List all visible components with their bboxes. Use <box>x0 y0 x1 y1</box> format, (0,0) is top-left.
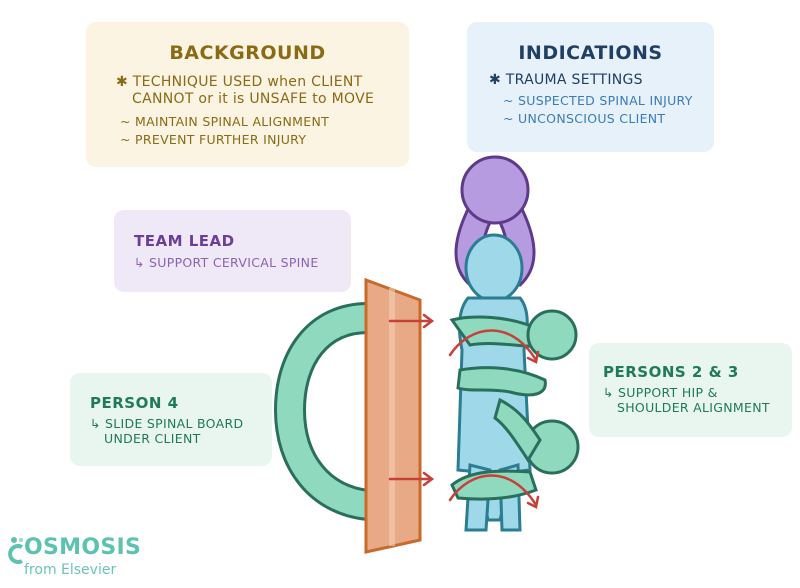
person-4-item-line1: ↳ SLIDE SPINAL BOARD <box>90 416 244 431</box>
persons-2-3-card: PERSONS 2 & 3 ↳ SUPPORT HIP & SHOULDER A… <box>589 343 792 437</box>
persons-2-3-item-line2: SHOULDER ALIGNMENT <box>617 400 770 415</box>
logo-name: OSMOSIS <box>24 535 142 560</box>
logo-subtitle: from Elsevier <box>24 562 117 578</box>
indications-title: INDICATIONS <box>518 42 663 64</box>
osmosis-logo-icon <box>8 537 23 564</box>
background-title: BACKGROUND <box>169 42 326 64</box>
background-main-bullet-line2: CANNOT or it is UNSAFE to MOVE <box>132 91 375 107</box>
indications-main-bullet: ✱ TRAUMA SETTINGS <box>489 72 643 88</box>
curved-arrow-upper <box>448 329 538 362</box>
person-4-item-line2: UNDER CLIENT <box>104 431 201 446</box>
persons-2-3-title: PERSONS 2 & 3 <box>603 363 739 381</box>
person-4-title: PERSON 4 <box>90 394 179 412</box>
background-main-bullet-line1: ✱ TECHNIQUE USED when CLIENT <box>116 74 363 90</box>
team-lead-item: ↳ SUPPORT CERVICAL SPINE <box>134 255 319 270</box>
person-4-card: PERSON 4 ↳ SLIDE SPINAL BOARD UNDER CLIE… <box>70 373 272 466</box>
background-sub-item: ~ MAINTAIN SPINAL ALIGNMENT <box>120 114 330 129</box>
movement-arrows <box>388 313 540 509</box>
spinal-board <box>364 277 422 554</box>
background-sub-item: ~ PREVENT FURTHER INJURY <box>120 132 307 147</box>
indications-card: INDICATIONS ✱ TRAUMA SETTINGS ~ SUSPECTE… <box>467 22 714 152</box>
background-card: BACKGROUND ✱ TECHNIQUE USED when CLIENT … <box>86 22 409 167</box>
team-lead-card: TEAM LEAD ↳ SUPPORT CERVICAL SPINE <box>114 210 351 292</box>
team-lead-title: TEAM LEAD <box>134 232 235 250</box>
indications-sub-item: ~ UNCONSCIOUS CLIENT <box>503 111 666 126</box>
indications-sub-item: ~ SUSPECTED SPINAL INJURY <box>503 93 693 108</box>
curved-arrow-lower <box>448 474 538 507</box>
persons-2-3-item-line1: ↳ SUPPORT HIP & <box>603 385 718 400</box>
